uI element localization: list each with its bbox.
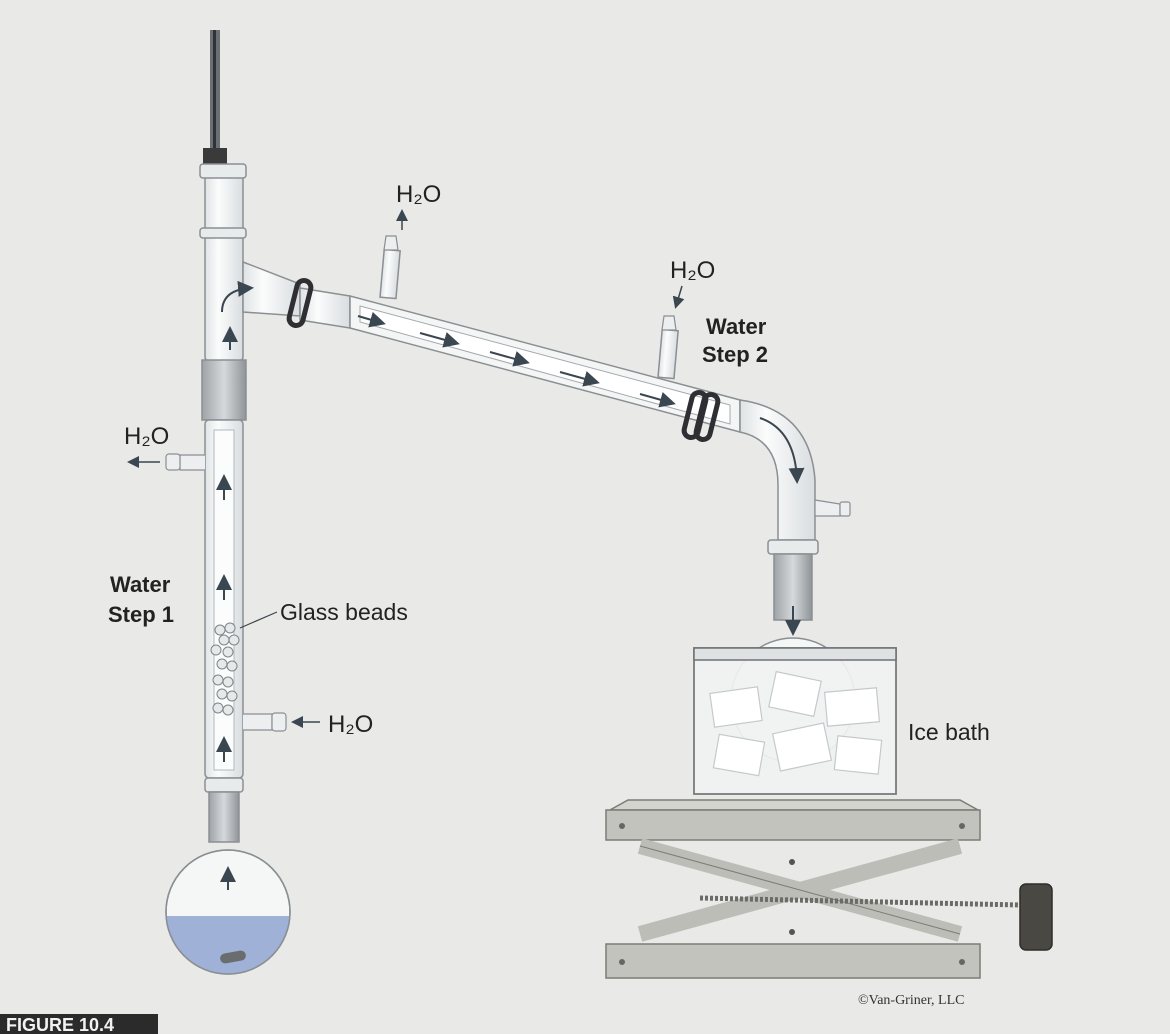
clamp-icon xyxy=(286,277,314,329)
arrow-icon xyxy=(759,417,805,484)
fractionating-column xyxy=(165,359,287,779)
glass-beads-icon xyxy=(210,622,240,716)
h2o-condenser-in-pointer xyxy=(672,285,685,309)
water-step-2-line2: Step 2 xyxy=(702,342,768,367)
figure-tag: FIGURE 10.4 xyxy=(0,1014,158,1034)
water-step-2-line1: Water xyxy=(706,314,767,339)
clamp-icon xyxy=(681,389,721,443)
condenser xyxy=(299,235,741,433)
ice-cubes xyxy=(709,670,883,777)
ice-bath xyxy=(693,647,897,795)
distillation-head xyxy=(199,163,301,362)
arrow-icon xyxy=(489,351,530,367)
arrow-icon xyxy=(357,311,386,328)
lab-jack xyxy=(605,799,1053,979)
water-step-1-line2: Step 1 xyxy=(108,602,174,627)
arrow-icon xyxy=(419,332,460,348)
liquid xyxy=(166,916,290,974)
credit-text: ©Van-Griner, LLC xyxy=(858,993,965,1008)
receiver-adapter xyxy=(739,399,851,541)
stir-bar-icon xyxy=(220,950,246,964)
water-step-1-line1: Water xyxy=(110,572,171,597)
boiling-flask xyxy=(165,777,291,975)
arrow-icon xyxy=(639,392,676,408)
jack-knob-icon[interactable] xyxy=(1019,883,1053,951)
glass-beads-label: Glass beads xyxy=(280,599,408,625)
ice-bath-label: Ice bath xyxy=(908,719,990,745)
vapor-arrow-icon xyxy=(221,280,254,313)
arrow-icon xyxy=(559,371,600,387)
h2o-column-out-label: H₂O xyxy=(124,423,169,450)
glass-beads-pointer xyxy=(239,611,278,629)
h2o-top-label: H₂O xyxy=(396,181,441,208)
h2o-column-in-label: H₂O xyxy=(328,711,373,738)
thermometer xyxy=(203,30,227,166)
h2o-condenser-in-label: H₂O xyxy=(670,257,715,284)
